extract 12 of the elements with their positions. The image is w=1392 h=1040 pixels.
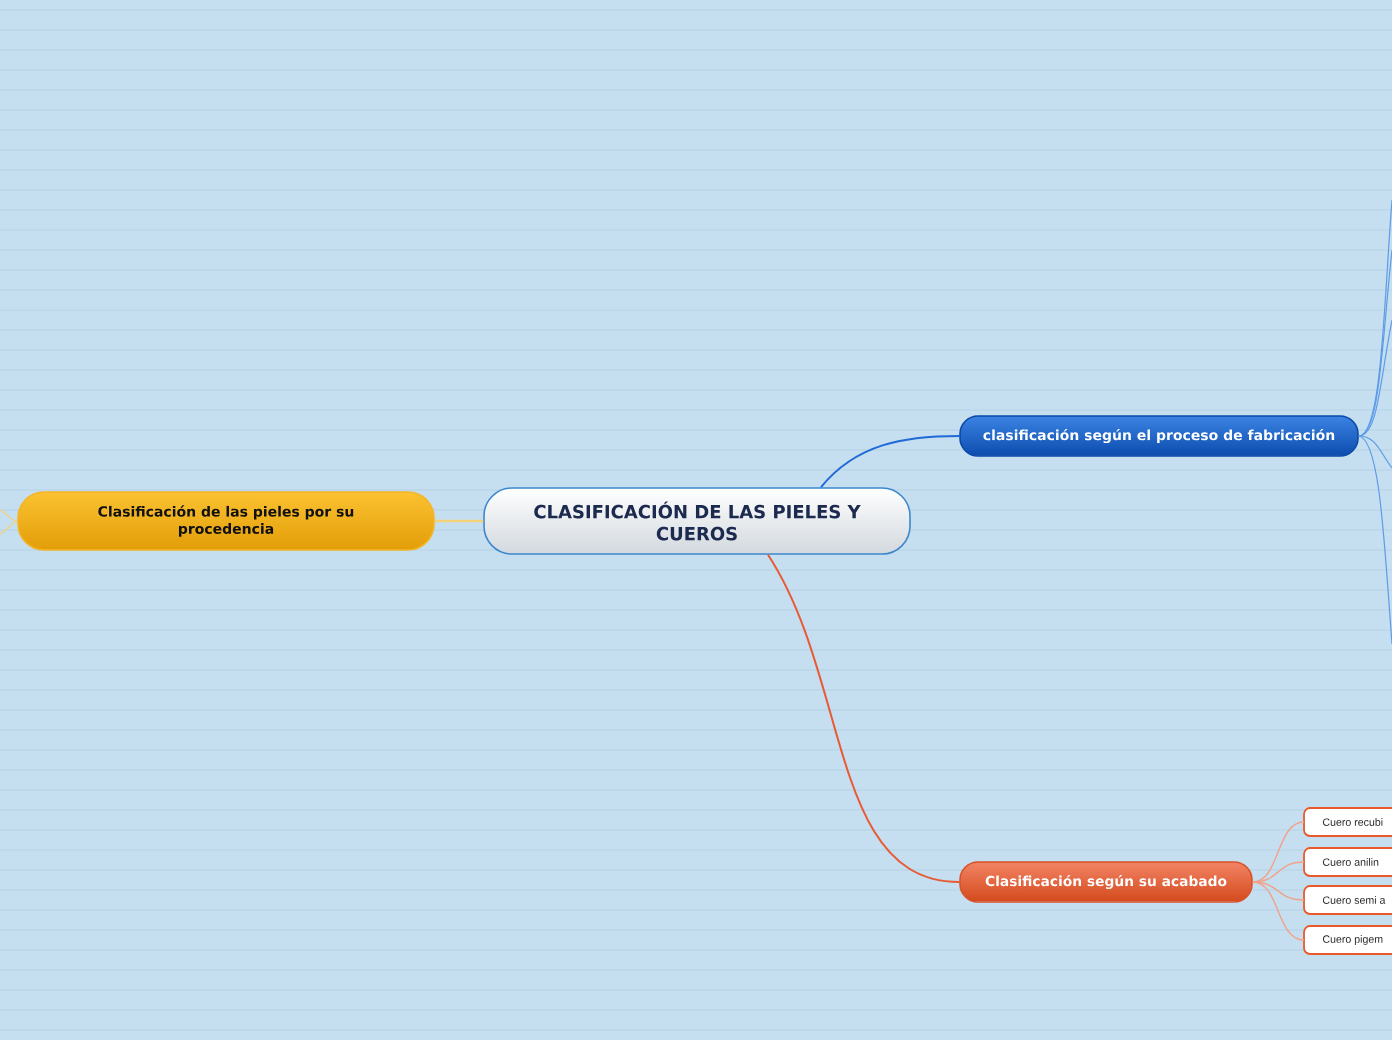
- branch-line: [1358, 319, 1392, 437]
- connector-line: [1252, 881, 1305, 941]
- connector-line: [1252, 861, 1305, 883]
- connector-line: [1252, 821, 1305, 883]
- branch-line: [0, 509, 18, 522]
- connector-line: [767, 553, 961, 883]
- branch-line: [0, 520, 18, 535]
- connector-line: [1252, 881, 1305, 901]
- branch-line: [1358, 435, 1392, 469]
- connector-line: [434, 519, 484, 523]
- central-topic-box: CLASIFICACIÓN DE LAS PIELES Y CUEROS: [483, 487, 911, 555]
- connector-line: [820, 435, 961, 489]
